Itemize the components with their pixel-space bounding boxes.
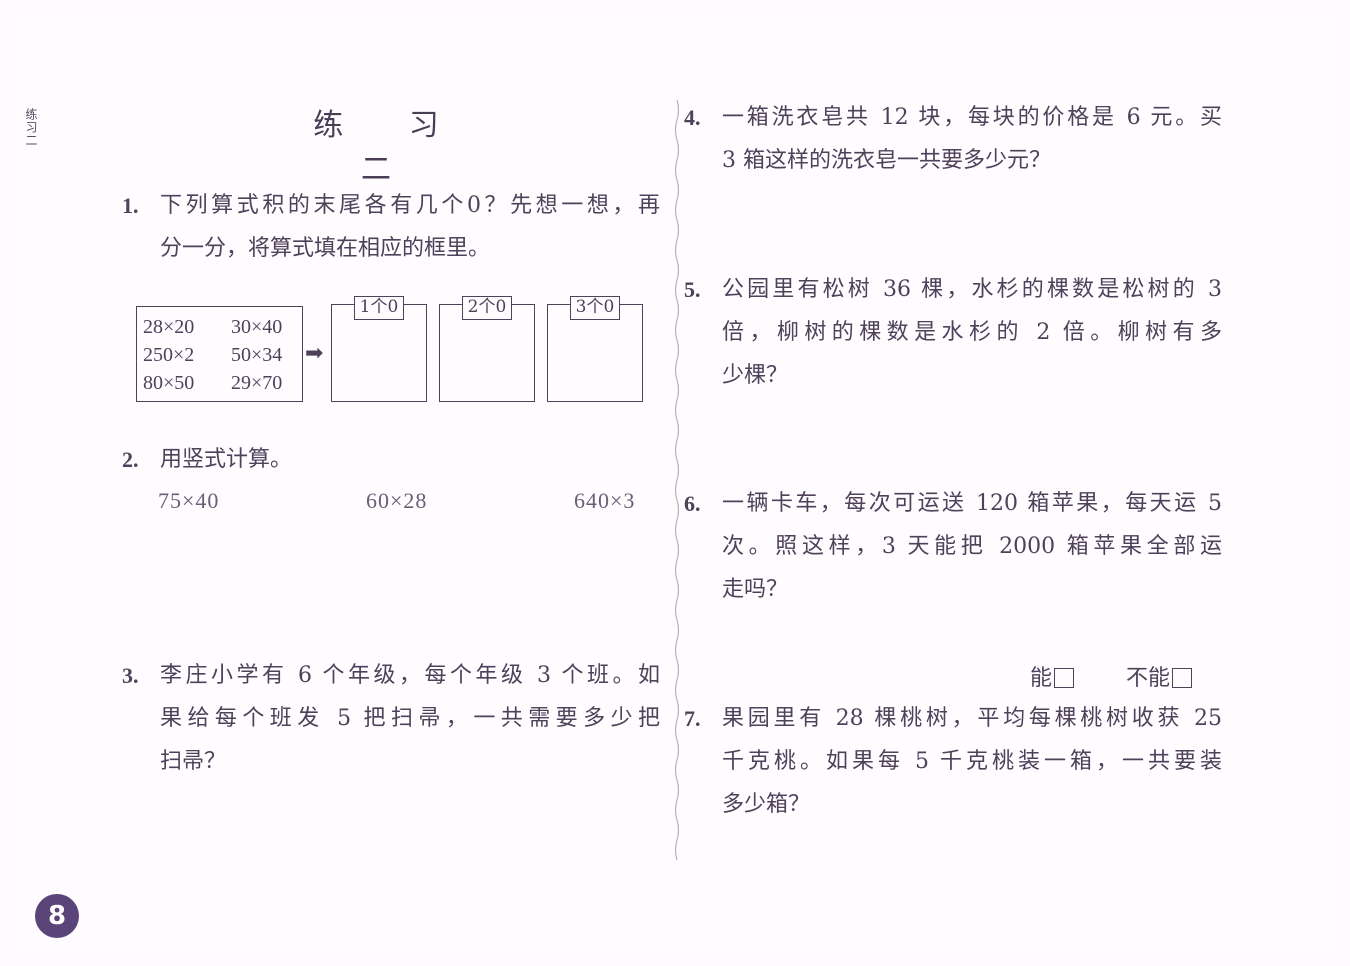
question-text-line: 次。照这样，3 天能把 2000 箱苹果全部运 [722, 534, 1222, 559]
question-number: 4. [684, 105, 701, 130]
expression-row: 28×20 30×40 [143, 313, 302, 341]
choice-no-checkbox[interactable] [1172, 668, 1193, 688]
question-number: 1. [122, 193, 139, 218]
question-3: 3. 李庄小学有 6 个年级，每个年级 3 个班。如 果给每个班发 5 把扫帚，… [122, 654, 660, 783]
question-6: 6. 一辆卡车，每次可运送 120 箱苹果，每天运 5 次。照这样，3 天能把 … [684, 482, 1222, 611]
category-label: 2个0 [462, 296, 512, 320]
calc-expression: 640×3 [574, 488, 636, 513]
page-number-badge: 8 [35, 894, 79, 938]
category-box-3[interactable]: 3个0 [547, 296, 643, 402]
question-4: 4. 一箱洗衣皂共 12 块，每块的价格是 6 元。买 3 箱这样的洗衣皂一共要… [684, 96, 1222, 182]
arrow-right-icon: ➡ [305, 341, 324, 366]
choice-yes-label: 能 [1030, 666, 1053, 691]
question-number: 6. [684, 491, 701, 516]
question-2: 2. 用竖式计算。 [122, 438, 660, 481]
question-5: 5. 公园里有松树 36 棵，水杉的棵数是松树的 3 倍，柳树的棵数是水杉的 2… [684, 268, 1222, 397]
calc-expression: 60×28 [366, 488, 428, 513]
question-number: 5. [684, 277, 701, 302]
question-number: 2. [122, 447, 139, 472]
expression-box: 28×20 30×40 250×2 50×34 80×50 29×70 [136, 306, 303, 402]
question-7: 7. 果园里有 28 棵桃树，平均每棵桃树收获 25 千克桃。如果每 5 千克桃… [684, 697, 1222, 826]
expression: 29×70 [231, 372, 283, 394]
choice-yes-checkbox[interactable] [1054, 668, 1075, 688]
expression: 250×2 [143, 344, 195, 366]
question-text-line: 下列算式积的末尾各有几个0？先想一想，再 [160, 193, 660, 218]
calc-expression: 75×40 [158, 488, 220, 513]
page-title: 练 习 二 [313, 108, 467, 187]
question-text-line: 用竖式计算。 [160, 447, 293, 472]
question-text-line: 一辆卡车，每次可运送 120 箱苹果，每天运 5 [722, 491, 1222, 516]
choice-no-label: 不能 [1126, 666, 1171, 691]
expression-row: 250×2 50×34 [143, 341, 302, 369]
question-1: 1. 下列算式积的末尾各有几个0？先想一想，再 分一分，将算式填在相应的框里。 [122, 184, 660, 270]
question-text-line: 千克桃。如果每 5 千克桃装一箱，一共要装 [722, 749, 1222, 774]
expression-row: 80×50 29×70 [143, 369, 302, 397]
question-text-line: 少棵？ [722, 363, 789, 388]
question-text-line: 分一分，将算式填在相应的框里。 [160, 236, 491, 261]
question-text-line: 扫帚？ [160, 749, 227, 774]
category-box-2[interactable]: 2个0 [439, 296, 535, 402]
question-text-line: 公园里有松树 36 棵，水杉的棵数是松树的 3 [722, 277, 1222, 302]
category-label: 1个0 [354, 296, 404, 320]
expression: 28×20 [143, 316, 195, 338]
question-text-line: 3 箱这样的洗衣皂一共要多少元？ [722, 148, 1051, 173]
category-label: 3个0 [570, 296, 620, 320]
category-box-1[interactable]: 1个0 [331, 296, 427, 402]
expression: 80×50 [143, 372, 195, 394]
expression: 30×40 [231, 316, 283, 338]
question-text-line: 走吗？ [722, 577, 789, 602]
question-text-line: 一箱洗衣皂共 12 块，每块的价格是 6 元。买 [722, 105, 1222, 130]
answer-choices: 能 不能 [1030, 660, 1193, 692]
question-number: 7. [684, 706, 701, 731]
question-text-line: 倍，柳树的棵数是水杉的 2 倍。柳树有多 [722, 320, 1222, 345]
question-text-line: 果园里有 28 棵桃树，平均每棵桃树收获 25 [722, 706, 1222, 731]
expression: 50×34 [231, 344, 283, 366]
side-tab-label: 练习二 [24, 108, 38, 147]
center-divider [674, 100, 680, 860]
question-text-line: 果给每个班发 5 把扫帚，一共需要多少把 [160, 706, 660, 731]
question-number: 3. [122, 663, 139, 688]
question-text-line: 李庄小学有 6 个年级，每个年级 3 个班。如 [160, 663, 660, 688]
question-text-line: 多少箱？ [722, 792, 811, 817]
